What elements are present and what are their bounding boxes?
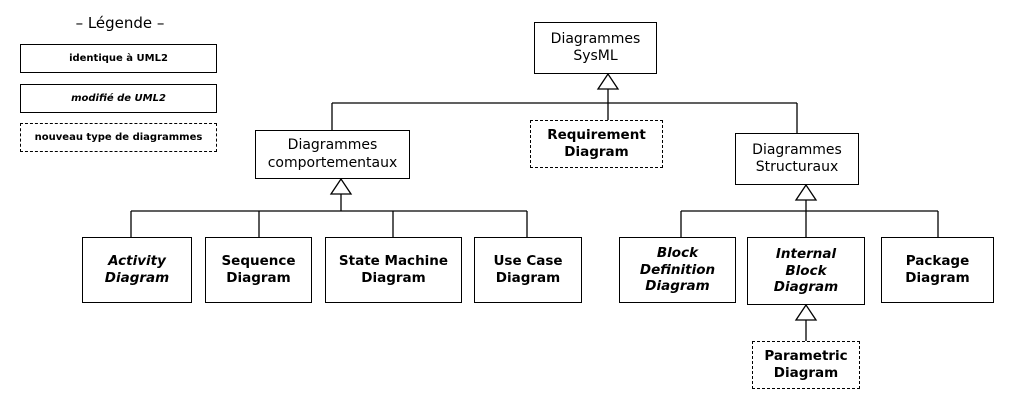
node-label-line1: Internal — [775, 245, 837, 262]
legend-item-new-type: nouveau type de diagrammes — [20, 123, 217, 152]
node-label-line2: comportementaux — [267, 154, 398, 171]
node-internal-block-diagram[interactable]: Internal Block Diagram — [747, 237, 865, 305]
node-use-case-diagram[interactable]: Use Case Diagram — [474, 237, 582, 303]
node-label-line2: Diagram — [564, 144, 629, 160]
node-label-line1: Block — [656, 244, 699, 261]
node-label-line1: Parametric — [764, 348, 848, 365]
inheritance-triangle-internalblock — [794, 303, 818, 321]
node-label-line3: Diagram — [645, 278, 710, 295]
node-package-diagram[interactable]: Package Diagram — [881, 237, 994, 303]
node-label-line3: Diagram — [773, 279, 839, 296]
legend-item-identical: identique à UML2 — [20, 44, 217, 73]
legend-item-modified: modifié de UML2 — [20, 84, 217, 113]
node-label-line2: Diagram — [226, 270, 291, 286]
node-parametric-diagram[interactable]: Parametric Diagram — [752, 341, 860, 389]
node-label-line2: Diagram — [495, 270, 561, 286]
node-label-line2: Definition — [639, 261, 716, 278]
node-label-line2: Diagram — [361, 270, 426, 286]
node-label-line1: Requirement — [547, 127, 646, 144]
node-diagrammes-comportementaux[interactable]: Diagrammes comportementaux — [255, 130, 410, 179]
inheritance-triangle-behavioral — [329, 177, 353, 195]
node-state-machine-diagram[interactable]: State Machine Diagram — [325, 237, 462, 303]
node-label-line2: SysML — [573, 48, 618, 64]
node-diagrammes-structuraux[interactable]: Diagrammes Structuraux — [735, 133, 859, 185]
inheritance-triangle-root — [596, 72, 620, 90]
node-label-line2: Diagram — [104, 270, 170, 286]
node-label-line2: Diagram — [905, 270, 970, 286]
node-label-line1: Diagrammes — [752, 141, 842, 158]
node-activity-diagram[interactable]: Activity Diagram — [82, 237, 192, 303]
node-label-line2: Block — [785, 262, 827, 279]
node-block-definition-diagram[interactable]: Block Definition Diagram — [619, 237, 736, 303]
node-requirement-diagram[interactable]: Requirement Diagram — [530, 120, 663, 168]
node-label-line2: Diagram — [773, 365, 839, 381]
node-label-line1: State Machine — [338, 253, 449, 270]
inheritance-triangle-structural — [794, 183, 818, 201]
node-label-line1: Diagrammes — [550, 30, 641, 47]
node-label-line1: Use Case — [493, 253, 563, 270]
node-label-line1: Sequence — [221, 253, 296, 270]
node-sequence-diagram[interactable]: Sequence Diagram — [205, 237, 312, 303]
legend-title: – Légende – — [75, 14, 165, 32]
node-label-line1: Diagrammes — [287, 137, 378, 153]
node-label-line1: Activity — [108, 253, 166, 270]
node-label-line1: Package — [905, 253, 970, 270]
node-diagrammes-sysml[interactable]: Diagrammes SysML — [534, 22, 657, 74]
node-label-line2: Structuraux — [755, 159, 839, 175]
